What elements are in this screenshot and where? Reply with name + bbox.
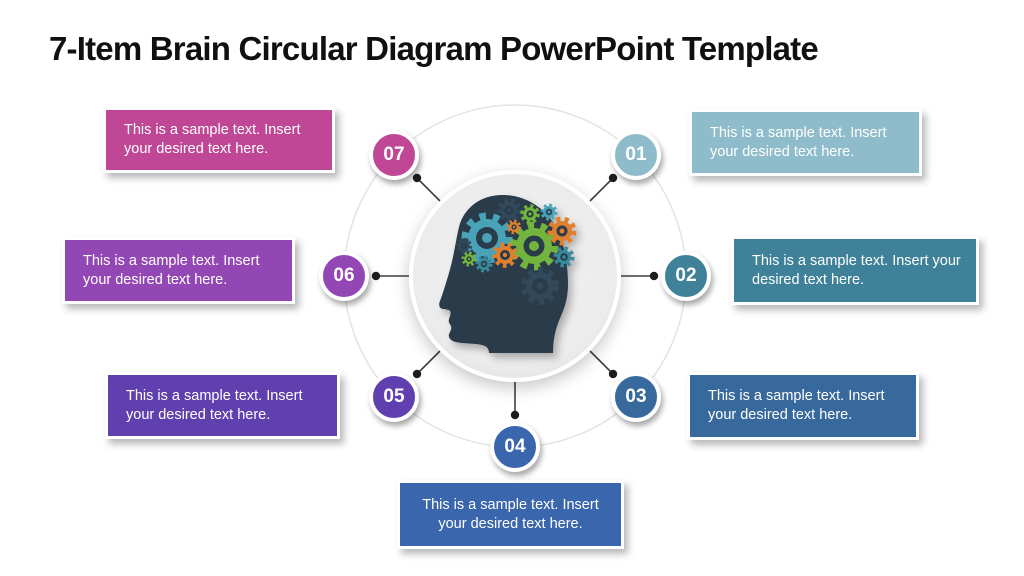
item-07-number-badge[interactable]: 07 (369, 130, 419, 180)
gear-icon (540, 203, 558, 221)
connector-item-05 (412, 350, 441, 379)
item-05-text-box[interactable]: This is a sample text. Insert your desir… (105, 372, 340, 439)
connector-item-01 (589, 173, 618, 202)
item-04-sample-text: This is a sample text. Insert your desir… (422, 496, 599, 532)
item-02-text-box[interactable]: This is a sample text. Insert your desir… (731, 236, 979, 305)
item-05-number: 05 (383, 386, 405, 407)
item-01-number: 01 (625, 144, 647, 165)
connector-item-02 (621, 271, 659, 281)
item-05-sample-text: This is a sample text. Insert your desir… (126, 387, 303, 423)
item-06-text-box[interactable]: This is a sample text. Insert your desir… (62, 237, 295, 304)
item-04-number-badge[interactable]: 04 (490, 422, 540, 472)
item-02-number: 02 (675, 265, 697, 286)
item-03-text-box[interactable]: This is a sample text. Insert your desir… (687, 372, 919, 440)
item-06-number-badge[interactable]: 06 (319, 251, 369, 301)
item-02-sample-text: This is a sample text. Insert your desir… (752, 252, 961, 288)
gear-icon (497, 198, 521, 222)
item-02-number-badge[interactable]: 02 (661, 251, 711, 301)
brain-gears (456, 198, 577, 305)
gear-icon (492, 242, 518, 268)
item-03-number-badge[interactable]: 03 (611, 372, 661, 422)
gear-icon (509, 221, 559, 271)
item-01-number-badge[interactable]: 01 (611, 130, 661, 180)
gear-icon (553, 246, 575, 268)
slide-title: 7-Item Brain Circular Diagram PowerPoint… (49, 30, 819, 67)
gear-icon (475, 255, 493, 273)
item-04-text-box[interactable]: This is a sample text. Insert your desir… (397, 480, 624, 549)
item-07-number: 07 (383, 144, 405, 165)
connectors (371, 173, 659, 420)
connector-item-03 (589, 350, 618, 379)
gear-icon (521, 267, 559, 305)
item-01-sample-text: This is a sample text. Insert your desir… (710, 124, 887, 160)
item-04-number: 04 (504, 436, 526, 457)
connector-item-06 (371, 271, 409, 281)
item-06-sample-text: This is a sample text. Insert your desir… (83, 252, 260, 288)
head-gears-icon (439, 194, 577, 353)
gear-icon (547, 216, 577, 246)
gear-icon (506, 219, 522, 235)
gear-icon (520, 204, 540, 224)
connector-item-04 (510, 382, 520, 420)
gear-icon (456, 238, 472, 254)
item-01-text-box[interactable]: This is a sample text. Insert your desir… (689, 109, 922, 176)
item-03-number: 03 (625, 386, 647, 407)
connector-item-07 (412, 173, 441, 202)
gear-icon (461, 251, 477, 267)
item-03-sample-text: This is a sample text. Insert your desir… (708, 388, 885, 423)
item-05-number-badge[interactable]: 05 (369, 372, 419, 422)
item-06-number: 06 (333, 265, 355, 286)
item-07-text-box[interactable]: This is a sample text. Insert your desir… (103, 107, 335, 173)
item-07-sample-text: This is a sample text. Insert your desir… (124, 122, 301, 157)
